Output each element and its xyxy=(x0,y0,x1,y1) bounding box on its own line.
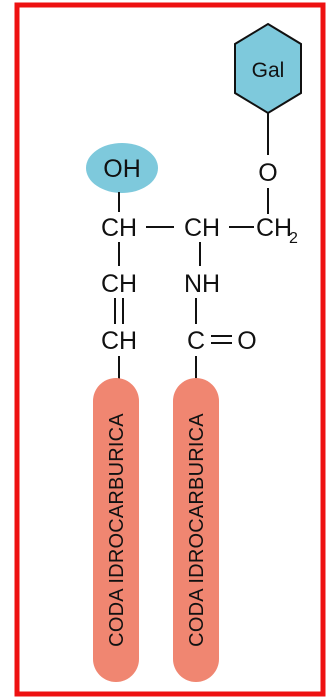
gal-label: Gal xyxy=(252,59,285,82)
alkene-carbon-2-label: CH xyxy=(101,327,137,355)
right-tail-label: CODA IDROCARBURICA xyxy=(186,413,208,647)
ether-oxygen-label: O xyxy=(258,159,277,187)
amine-label: NH xyxy=(184,270,220,298)
carbon-2-label: CH xyxy=(184,214,220,242)
right-hydrocarbon-tail xyxy=(173,378,219,682)
left-tail-label: CODA IDROCARBURICA xyxy=(106,413,128,647)
left-hydrocarbon-tail xyxy=(93,378,139,682)
carbon-1-label: CH xyxy=(101,214,137,242)
methylene-subscript: 2 xyxy=(289,230,298,247)
outer-frame xyxy=(14,2,326,697)
hydroxyl-label: OH xyxy=(103,155,141,183)
hydroxyl-ellipse xyxy=(86,143,158,193)
carbonyl-carbon-label: C xyxy=(187,327,205,355)
carbonyl-oxygen-label: O xyxy=(237,327,256,355)
methylene-label: CH xyxy=(256,214,292,242)
alkene-carbon-1-label: CH xyxy=(101,270,137,298)
